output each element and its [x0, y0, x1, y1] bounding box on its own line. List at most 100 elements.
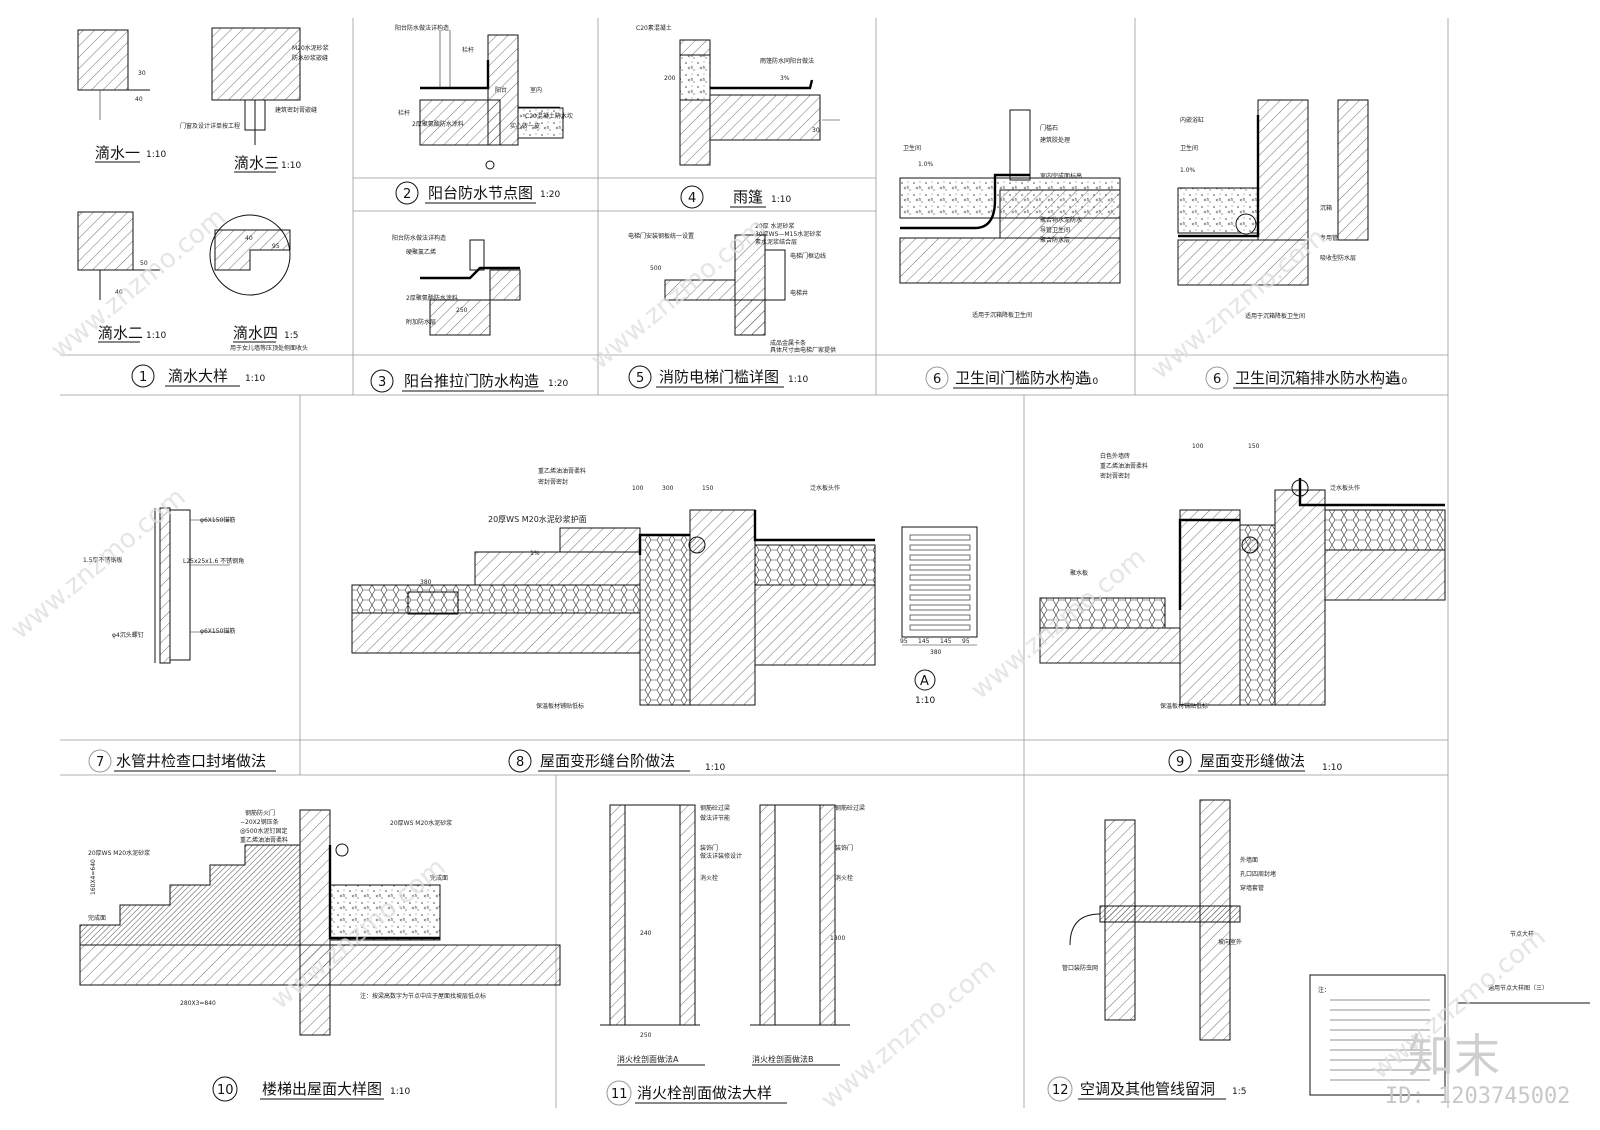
- wc-slope: 1.0%: [918, 161, 934, 168]
- svg-text:白色外墙砖: 白色外墙砖: [1100, 452, 1130, 460]
- canopy-slope: 3%: [780, 75, 790, 82]
- svg-text:孔口四周封堵: 孔口四周封堵: [1240, 870, 1276, 878]
- svg-text:附加防水层: 附加防水层: [406, 318, 436, 326]
- detail-title-1: 1 滴水大样 1:10: [131, 364, 265, 388]
- svg-text:6: 6: [933, 372, 941, 387]
- svg-text:卫生间沉箱排水防水构造: 卫生间沉箱排水防水构造: [1235, 369, 1400, 387]
- svg-text:卫生间: 卫生间: [1180, 144, 1198, 152]
- detail-titles: 1 滴水大样 1:10 2 阳台防水节点图 1:20 3 阳台推拉门防水构造 1…: [88, 181, 1407, 1106]
- svg-text:具体尺寸由电梯厂家提供: 具体尺寸由电梯厂家提供: [770, 346, 836, 354]
- svg-text:钢筋防火门: 钢筋防火门: [245, 809, 275, 817]
- stair-dim-1: 280X3=840: [180, 1000, 216, 1007]
- svg-text:重乙烯油油膏柔料: 重乙烯油油膏柔料: [240, 836, 288, 844]
- svg-text:12: 12: [1052, 1083, 1069, 1098]
- svg-text:空调及其他管线留洞: 空调及其他管线留洞: [1080, 1080, 1215, 1098]
- svg-text:屋面变形缝台阶做法: 屋面变形缝台阶做法: [540, 752, 675, 770]
- detail-title-12: 12 空调及其他管线留洞 1:5: [1047, 1076, 1246, 1102]
- drip1-scale: 1:10: [146, 150, 166, 160]
- svg-text:1:10: 1:10: [1078, 377, 1098, 387]
- roof-slope: 1%: [530, 550, 540, 557]
- hydrant-dim-3: 1800: [830, 935, 845, 942]
- svg-text:消火栓剖面做法大样: 消火栓剖面做法大样: [637, 1084, 772, 1102]
- notes-heading: 注：: [1318, 986, 1330, 994]
- svg-text:栏杆: 栏杆: [462, 46, 474, 54]
- hydrant-dim-2: 240: [640, 930, 652, 937]
- pipe-note-4: φ4沉头螺钉: [112, 631, 144, 639]
- svg-text:楼梯出屋面大样图: 楼梯出屋面大样图: [262, 1080, 382, 1098]
- svg-text:外墙面: 外墙面: [1240, 856, 1258, 864]
- panel-canopy: C20素混凝土 3% 雨篷防水同阳台做法 200 30: [636, 24, 840, 166]
- hydrant-a-label: 消火栓剖面做法A: [617, 1054, 679, 1064]
- detail-a-mark: A: [920, 674, 929, 689]
- svg-text:室内: 室内: [530, 86, 542, 94]
- svg-text:室内完成面标高: 室内完成面标高: [1040, 172, 1082, 180]
- svg-text:3: 3: [378, 375, 386, 390]
- svg-text:95: 95: [272, 243, 280, 250]
- detail-title-5: 5 消防电梯门槛详图 1:10: [628, 365, 808, 389]
- svg-text:1:5: 1:5: [1232, 1087, 1246, 1097]
- svg-text:成品金属卡条: 成品金属卡条: [770, 339, 806, 347]
- svg-text:电梯门框边线: 电梯门框边线: [790, 252, 826, 260]
- svg-text:聚合物水泥防水: 聚合物水泥防水: [1040, 216, 1082, 224]
- svg-text:30厚WS—M15水泥砂浆: 30厚WS—M15水泥砂浆: [755, 230, 821, 238]
- panel-roof-step: 20厚WS M20水泥砂浆护面 1% 100 300 150 保温板材铺贴低标 …: [351, 467, 876, 710]
- svg-text:阳台防水做法详构造: 阳台防水做法详构造: [395, 24, 449, 32]
- roof-insulation: 保温板材铺贴低标: [536, 702, 584, 710]
- svg-text:30: 30: [812, 127, 820, 134]
- svg-text:泛水板头作: 泛水板头作: [810, 484, 840, 492]
- drip3-scale: 1:10: [281, 161, 301, 171]
- detail-title-9: 9 屋面变形缝做法 1:10: [1168, 749, 1342, 773]
- detail-title-10: 10 楼梯出屋面大样图 1:10: [212, 1076, 410, 1102]
- svg-text:装饰门: 装饰门: [835, 844, 853, 852]
- svg-text:−20X2钢压条: −20X2钢压条: [240, 818, 279, 826]
- svg-text:4: 4: [688, 191, 696, 206]
- detail-title-2: 2 阳台防水节点图 1:20: [395, 181, 560, 205]
- svg-text:密封膏密封: 密封膏密封: [1100, 472, 1130, 480]
- svg-text:6: 6: [1213, 372, 1221, 387]
- svg-text:消火栓: 消火栓: [700, 874, 718, 882]
- drip4-scale: 1:5: [284, 331, 298, 341]
- svg-text:完成面: 完成面: [430, 874, 448, 882]
- drip3-title: 滴水三: [234, 154, 279, 172]
- svg-text:M20水泥砂浆: M20水泥砂浆: [292, 44, 329, 52]
- grate-total: 380: [930, 649, 942, 656]
- svg-text:1.0%: 1.0%: [1180, 167, 1196, 174]
- drip2-title: 滴水二: [98, 324, 143, 342]
- grate-dim-3: 145: [940, 638, 952, 645]
- svg-text:C20混凝土防水坎: C20混凝土防水坎: [525, 112, 573, 120]
- svg-text:钢筋砼过梁: 钢筋砼过梁: [700, 804, 730, 812]
- svg-text:栏杆: 栏杆: [398, 109, 410, 117]
- svg-text:专用管: 专用管: [1320, 234, 1338, 242]
- panel-ac-pipe: 外墙面 孔口四周封堵 穿墙套管 坡向室外 管口装防虫网: [1062, 799, 1276, 1041]
- hydrant-b-label: 消火栓剖面做法B: [752, 1054, 814, 1064]
- svg-text:380: 380: [420, 579, 432, 586]
- detail-title-8: 8 屋面变形缝台阶做法 1:10: [508, 749, 725, 773]
- svg-text:阳台防水做法详构造: 阳台防水做法详构造: [392, 234, 446, 242]
- panel-balcony: 阳台防水做法详构造 栏杆 阳台 室内 栏杆 C20混凝土防水坎 2厚聚氨酯防水涂…: [395, 24, 573, 170]
- svg-text:1:20: 1:20: [548, 379, 568, 389]
- svg-text:1:10: 1:10: [788, 375, 808, 385]
- panel-roof-joint: 白色外墙砖 重乙烯油油膏柔料 密封膏密封 聚水板 保温板材铺贴低标 泛水板头作 …: [1039, 443, 1446, 710]
- hydrant-dim-1: 250: [640, 1032, 652, 1039]
- svg-text:完成面: 完成面: [88, 914, 106, 922]
- panel-grate-detail: 95 145 145 95 380 A 1:10: [900, 526, 978, 706]
- svg-text:20厚WS M20水泥砂浆: 20厚WS M20水泥砂浆: [390, 819, 452, 827]
- svg-text:聚水板: 聚水板: [1070, 569, 1088, 577]
- svg-text:5: 5: [636, 371, 644, 386]
- svg-text:滴水大样: 滴水大样: [168, 367, 228, 385]
- svg-text:10: 10: [217, 1083, 234, 1098]
- svg-text:11: 11: [611, 1087, 628, 1102]
- svg-text:200: 200: [664, 75, 676, 82]
- detail-title-3: 3 阳台推拉门防水构造 1:20: [370, 369, 568, 393]
- svg-text:7: 7: [96, 755, 104, 770]
- ac-slope: 坡向室外: [1218, 938, 1242, 946]
- drip2-scale: 1:10: [146, 331, 166, 341]
- detail-title-4: 4 雨篷 1:10: [680, 185, 791, 209]
- svg-text:40: 40: [115, 289, 123, 296]
- svg-text:装饰门: 装饰门: [700, 844, 718, 852]
- panel-wc-door: 卫生间 1.0% 门槛石 建筑胶处理 室内完成面标高 聚合物水泥防水 导管卫生间…: [899, 109, 1121, 319]
- svg-text:重乙烯油油膏柔料: 重乙烯油油膏柔料: [538, 467, 586, 475]
- svg-text:内嵌浴缸: 内嵌浴缸: [1180, 116, 1204, 124]
- svg-text:1:10: 1:10: [1387, 377, 1407, 387]
